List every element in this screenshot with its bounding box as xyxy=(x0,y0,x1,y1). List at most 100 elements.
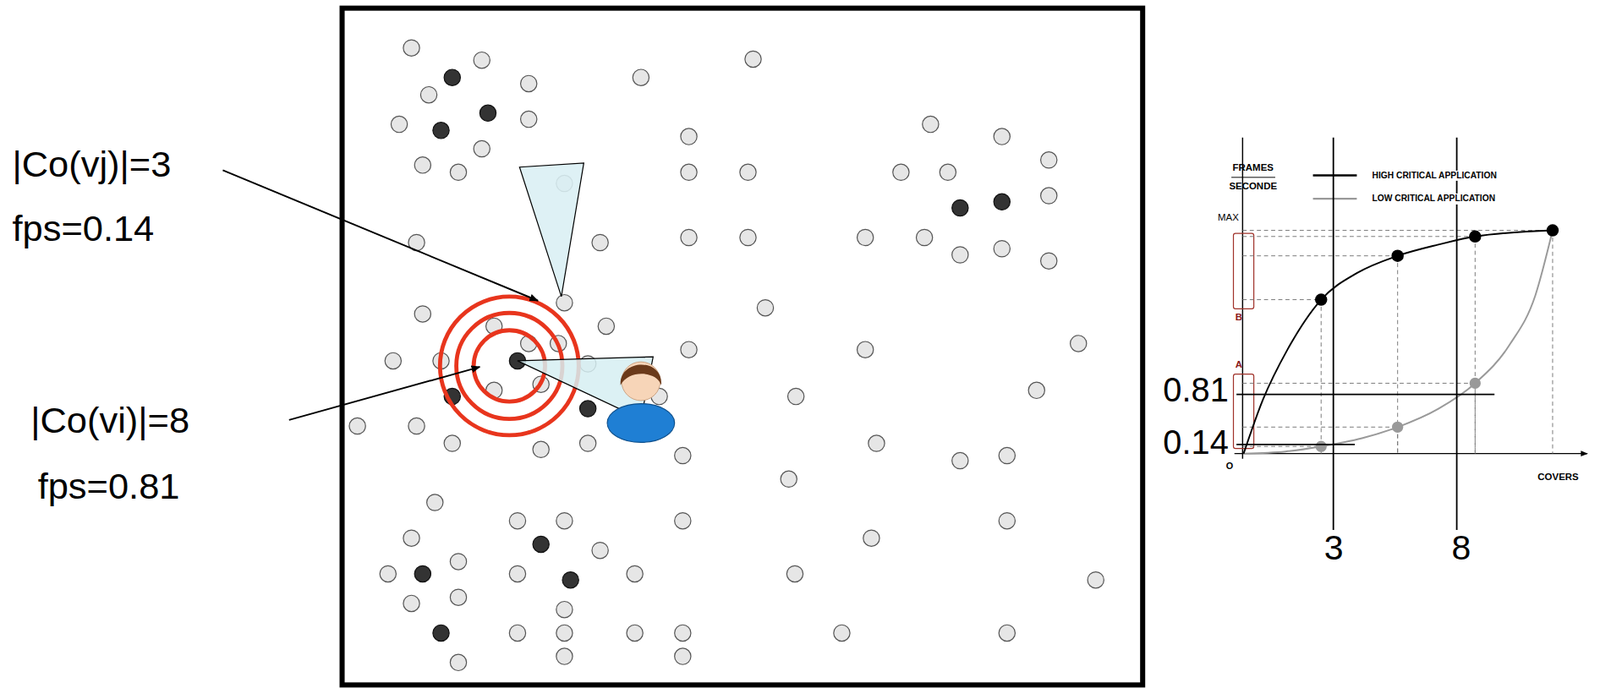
sensor-node xyxy=(998,447,1015,464)
camera-node xyxy=(479,104,496,121)
sensor-node xyxy=(893,164,910,181)
sensor-node xyxy=(532,441,549,458)
sensor-node xyxy=(739,164,757,181)
origin-label: O xyxy=(1226,461,1233,472)
curve-point xyxy=(1391,249,1403,262)
sensor-node xyxy=(939,164,956,181)
sensor-node xyxy=(408,417,425,434)
sensor-node xyxy=(443,435,461,452)
axis-tick-label: MAX xyxy=(1217,213,1239,223)
cover-tick-value: 3 xyxy=(1324,531,1344,567)
sensor-node xyxy=(756,300,773,317)
user-hair xyxy=(620,364,662,385)
axis-title: FRAMES xyxy=(1232,163,1274,173)
sensor-node xyxy=(680,229,697,246)
sensor-node xyxy=(1041,252,1058,269)
sensor-node xyxy=(745,50,762,67)
sensor-node xyxy=(420,87,437,104)
sensor-node xyxy=(597,317,614,335)
camera-node xyxy=(993,193,1010,210)
guide-dash xyxy=(1320,300,1322,455)
sensor-node xyxy=(580,435,597,452)
sensor-node xyxy=(556,295,573,312)
guide-dash xyxy=(1242,427,1398,428)
guide-dash xyxy=(1551,230,1553,455)
curve-point xyxy=(1315,293,1327,306)
sensor-node xyxy=(993,128,1010,145)
x-axis xyxy=(1234,453,1588,455)
camera-node xyxy=(432,122,450,139)
sensor-node xyxy=(449,164,466,181)
camera-node xyxy=(580,400,597,417)
sensor-node xyxy=(449,589,466,606)
legend-text: LOW CRITICAL APPLICATION xyxy=(1370,193,1498,204)
guide-dash xyxy=(1242,446,1321,448)
guide-dash xyxy=(1474,236,1476,455)
sensor-node xyxy=(556,513,573,530)
sensor-node xyxy=(473,52,490,69)
sensor-node xyxy=(626,624,643,642)
sensor-node xyxy=(349,417,366,434)
sensor-node xyxy=(680,128,697,145)
sensor-node xyxy=(556,601,573,618)
fps-value: fps=0.81 xyxy=(38,468,181,505)
sensor-node xyxy=(449,654,466,671)
sensor-node xyxy=(403,595,420,612)
fps-tick-value: 0.14 xyxy=(1162,426,1228,461)
sensor-node xyxy=(390,115,407,132)
camera-fov xyxy=(519,163,584,297)
sensor-node xyxy=(473,140,490,157)
sensor-node xyxy=(998,513,1015,530)
sensor-node xyxy=(591,542,609,559)
legend-text: HIGH CRITICAL APPLICATION xyxy=(1370,169,1499,181)
fps-curves xyxy=(1243,224,1560,454)
guide-dash xyxy=(1242,255,1398,257)
sensor-node xyxy=(674,513,691,530)
guide-dash xyxy=(1242,230,1553,231)
coverage-count: |Co(vj)|=3 xyxy=(11,147,171,184)
sensor-node xyxy=(868,435,885,452)
camera-node xyxy=(432,624,450,642)
axis-title: SECONDE xyxy=(1228,181,1277,192)
sensor-node xyxy=(952,452,969,469)
camera-node xyxy=(532,536,549,553)
fps-marker-line xyxy=(1236,394,1495,396)
sensor-node xyxy=(680,164,697,181)
sensor-node xyxy=(1070,335,1087,352)
sensor-node xyxy=(379,565,396,582)
sensor-node xyxy=(414,157,431,174)
sensor-node xyxy=(626,565,643,582)
legend-line-sample xyxy=(1313,174,1358,176)
sensor-node xyxy=(788,388,805,405)
range-letter: A xyxy=(1235,360,1243,370)
sensor-node xyxy=(509,513,526,530)
sensor-node xyxy=(632,69,649,86)
camera-node xyxy=(414,565,431,582)
sensor-node xyxy=(786,565,803,582)
sensor-node xyxy=(915,229,932,246)
guide-dash xyxy=(1242,235,1475,237)
sensor-node xyxy=(1041,187,1058,204)
axis-title-rule xyxy=(1231,176,1276,178)
sensor-node xyxy=(1028,382,1045,399)
sensor-node xyxy=(998,624,1015,642)
sensor-node xyxy=(857,229,874,246)
coverage-count: |Co(vi)|=8 xyxy=(30,403,190,440)
sensor-node xyxy=(680,341,697,358)
sensor-node xyxy=(674,447,691,464)
range-letter: B xyxy=(1235,313,1243,324)
sensor-node xyxy=(922,115,939,132)
sensor-node xyxy=(993,241,1010,258)
camera-node xyxy=(562,572,579,589)
sensor-node xyxy=(556,648,573,665)
leader-arrow xyxy=(289,367,481,421)
sensor-node xyxy=(556,624,573,642)
sensor-node xyxy=(674,648,691,665)
sensor-node xyxy=(674,624,691,642)
guide-dash xyxy=(1242,383,1475,384)
user-icon xyxy=(607,361,675,443)
sensor-node xyxy=(857,341,874,358)
